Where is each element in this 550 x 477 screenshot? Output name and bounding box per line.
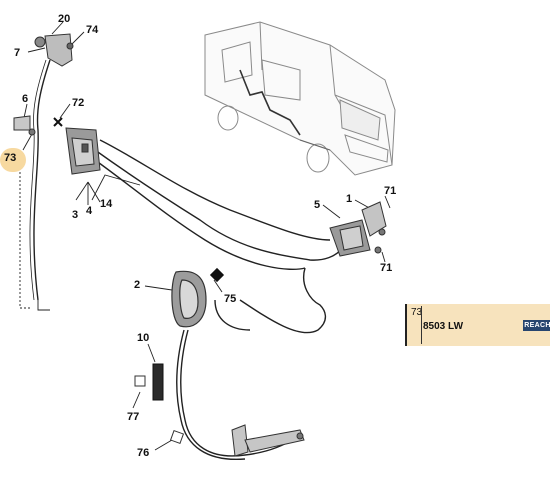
- door-cables: [29, 59, 347, 461]
- van-illustration: [204, 21, 396, 176]
- clip-76: [169, 429, 185, 445]
- callout-73-label: 73: [4, 152, 17, 164]
- ref-item-number: 73: [411, 307, 423, 318]
- callout-72: 72: [72, 97, 84, 109]
- callout-76: 76: [137, 447, 149, 459]
- callout-75: 75: [224, 293, 236, 305]
- callout-71-lower: 71: [380, 262, 392, 274]
- upper-hinge-bracket: [34, 33, 74, 67]
- callout-73-highlight[interactable]: 73: [0, 148, 26, 172]
- callout-5: 5: [314, 199, 320, 211]
- part-reference-panel[interactable]: 73 8503 LW REACH: [405, 304, 550, 346]
- ref-divider: [421, 306, 422, 344]
- clip-marker-75: [209, 267, 225, 283]
- callout-7: 7: [14, 47, 20, 59]
- reach-badge: REACH: [523, 320, 550, 331]
- clip-marker-72: [53, 117, 63, 127]
- callout-74: 74: [86, 24, 99, 36]
- callout-4: 4: [86, 205, 93, 217]
- callout-77: 77: [127, 411, 139, 423]
- ref-part-code: 8503 LW: [423, 321, 464, 332]
- outer-door-handle: [171, 270, 207, 328]
- callout-3: 3: [72, 209, 78, 221]
- leader-lines: [19, 21, 391, 451]
- lower-hinge-bracket: [231, 424, 305, 457]
- callout-10: 10: [137, 332, 149, 344]
- callout-71-upper: 71: [384, 185, 396, 197]
- callout-14: 14: [100, 198, 113, 210]
- callout-1: 1: [346, 193, 352, 205]
- clip-77: [134, 375, 146, 387]
- callout-6: 6: [22, 93, 28, 105]
- seal-strip-10: [152, 363, 164, 401]
- callout-2: 2: [134, 279, 140, 291]
- callout-labels: 20 74 7 6 72 3 4 14 5 1 71 71 2 75 10 77…: [14, 13, 396, 459]
- callout-20: 20: [58, 13, 70, 25]
- bracket-6: [13, 115, 36, 136]
- rear-lock-assembly: [329, 201, 387, 257]
- door-lock-assembly: [65, 127, 101, 175]
